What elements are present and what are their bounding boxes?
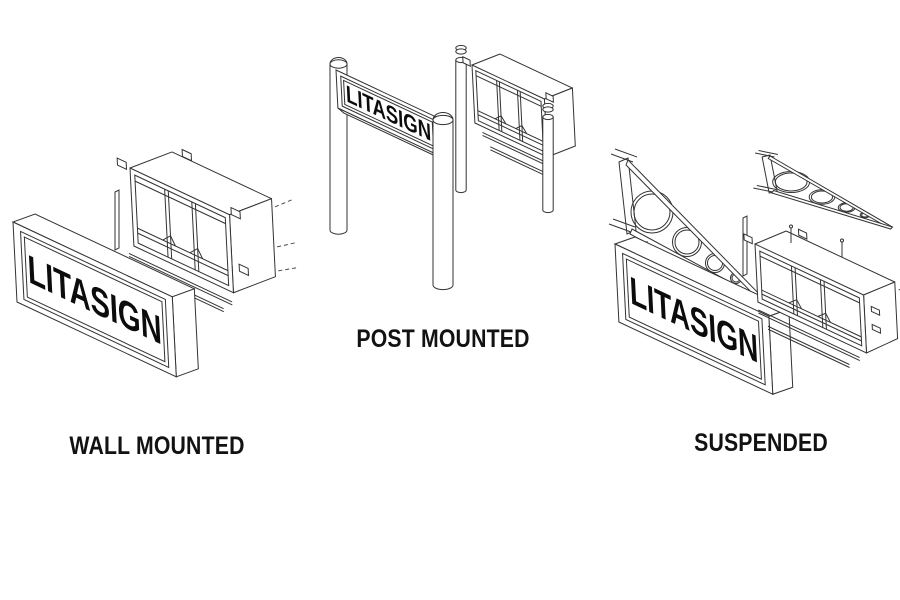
post-frame-rails [482, 132, 551, 178]
suspended-label: SUSPENDED [694, 429, 828, 457]
wall-mounted-diagram: LITASIGN [0, 140, 300, 435]
suspended-diagram: LITASIGN [595, 148, 900, 438]
post-mounted-label: POST MOUNTED [356, 325, 530, 353]
exploded-left-post [456, 45, 466, 192]
exploded-right-post [543, 103, 553, 212]
suspended-frame-trim-strip [743, 216, 747, 276]
post-mounted-illustration: LITASIGN [300, 20, 580, 320]
wall-mounted-illustration: LITASIGN [0, 140, 300, 435]
right-post [433, 113, 453, 290]
exploded-suspension-bracket [752, 150, 893, 230]
exploded-bolts [790, 225, 844, 257]
post-mounting-frame [462, 36, 578, 191]
post-mounted-diagram: LITASIGN [300, 20, 580, 320]
post-sign-panel: LITASIGN [336, 70, 447, 162]
suspended-illustration: LITASIGN [595, 148, 900, 438]
wall-frame-trim-strip [115, 190, 119, 250]
suspended-frame-rails [758, 310, 860, 373]
wall-mounting-frame [115, 117, 301, 348]
suspended-mounting-frame [742, 203, 900, 402]
wall-mounted-label: WALL MOUNTED [69, 432, 245, 460]
